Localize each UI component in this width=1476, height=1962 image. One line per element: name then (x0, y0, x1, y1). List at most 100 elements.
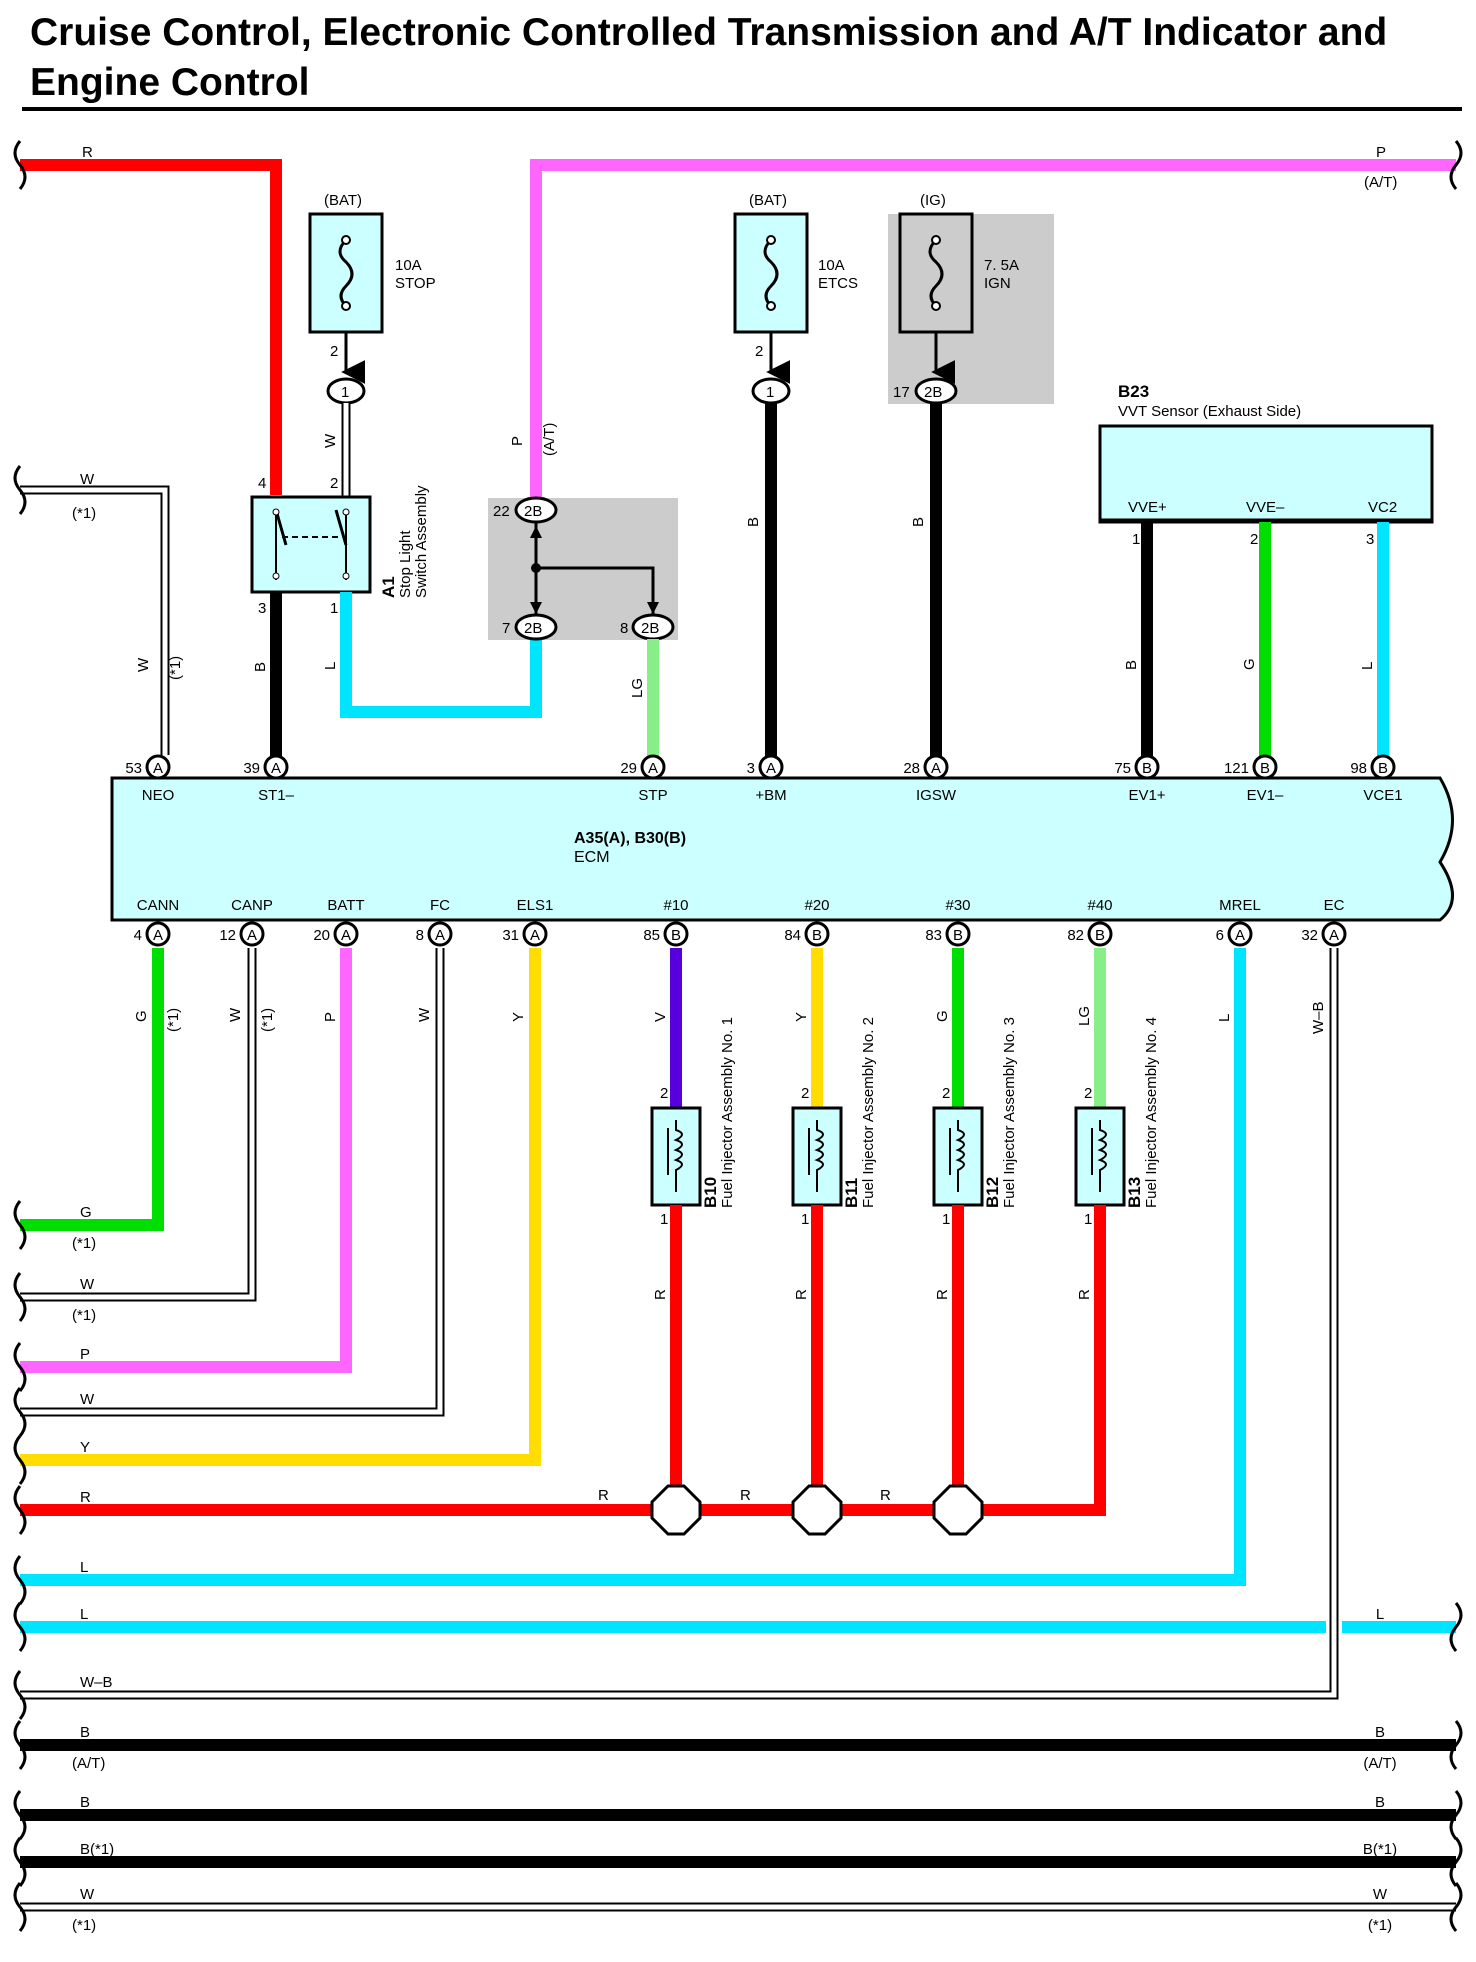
wire-w-neo-note: (*1) (72, 505, 96, 522)
ecm-bottom-pin-conn: B (953, 927, 963, 944)
cut-mark-right (1449, 1790, 1463, 1840)
cut-mark-right (1449, 1882, 1463, 1932)
fuse-etcs-wire: B (745, 517, 762, 527)
wire-y-20: Y (793, 948, 823, 1108)
ecm-top-pin-marker (263, 754, 289, 780)
ecm-bottom-pin-num: 6 (1216, 927, 1224, 944)
vvt-pin-1-name: VVE+ (1128, 499, 1167, 516)
switch-pin-4: 4 (258, 475, 266, 492)
wire-r-injectors: R R R R (20, 1205, 1106, 1516)
ecm-top-pin-num: 121 (1224, 760, 1249, 777)
ecm-top-pin-conn: A (271, 760, 281, 777)
ecm-bottom-pin-name: ELS1 (517, 897, 554, 914)
cut-marks (13, 140, 1463, 1932)
ecm-top-pin-num: 29 (620, 760, 637, 777)
wire-w-neo-label: W (80, 471, 95, 488)
page-title: Cruise Control, Electronic Controlled Tr… (30, 11, 1388, 104)
cut-mark-left (13, 1670, 27, 1720)
vvt-pin-2-name: VVE– (1246, 499, 1285, 516)
vvt-pin-3-name: VC2 (1368, 499, 1397, 516)
junction-2b: P (A/T) 2B 22 2B 7 2B 8 (488, 423, 678, 641)
fuse-etcs: (BAT) 10A ETCS 2 1 B (733, 192, 858, 757)
fuse-stop-source: (BAT) (324, 192, 362, 209)
ecm-bottom-pin-conn: A (247, 927, 257, 944)
ecm-bottom-pin-marker (945, 921, 971, 947)
cut-mark-left (13, 1435, 27, 1485)
injector-name: Fuel Injector Assembly No. 1 (719, 1017, 736, 1208)
wire-l-switch: L (322, 592, 542, 718)
fuse-stop-pin: 2 (330, 343, 338, 360)
injector-name: Fuel Injector Assembly No. 2 (860, 1017, 877, 1208)
injector-pin-top: 2 (942, 1085, 950, 1102)
fuse-stop: (BAT) 10A STOP 2 1 W (308, 192, 436, 497)
wire-w-neo: W (*1) (20, 471, 170, 755)
ecm-top-pin-conn: B (1142, 760, 1152, 777)
ecm-bottom-pin-num: 82 (1067, 927, 1084, 944)
ecm-top-pin-marker (145, 754, 171, 780)
bus-label-right: L (1376, 1606, 1384, 1623)
ecm-top-pin-name: EV1+ (1128, 787, 1165, 804)
ecm-top-pin-marker (640, 754, 666, 780)
ecm-bottom-pin-marker (804, 921, 830, 947)
vvt-wire-3: L (1359, 662, 1376, 670)
ecm-bottom-pin-num: 8 (416, 927, 424, 944)
ecm-bottom-pin-marker (1227, 921, 1253, 947)
wire-wb-ec-label: W–B (1310, 1001, 1327, 1034)
injector-name: Fuel Injector Assembly No. 4 (1143, 1017, 1160, 1208)
cut-mark-left (13, 1200, 27, 1250)
ecm-top-pin-num: 3 (747, 760, 755, 777)
fuse-etcs-source: (BAT) (749, 192, 787, 209)
switch-name-2: Switch Assembly (413, 485, 430, 598)
inj1-wire-label: R (652, 1289, 669, 1300)
ecm-bottom-pin-num: 20 (313, 927, 330, 944)
cut-mark-left (13, 1342, 27, 1392)
ecm-bottom-pin-marker (1087, 921, 1113, 947)
bus-label-left: W (80, 1276, 95, 1293)
ecm-block: A35(A), B30(B) ECM A53NEOA39ST1–A29STPA3… (110, 754, 1454, 947)
ecm-top-pin-conn: B (1378, 760, 1388, 777)
ecm-bottom-pin-marker (239, 921, 265, 947)
fuse-ign: (IG) 7. 5A IGN 2B 17 B (888, 192, 1054, 757)
ecm-id: A35(A), B30(B) (574, 830, 686, 847)
injector-id: B13 (1125, 1177, 1144, 1208)
injector-name: Fuel Injector Assembly No. 3 (1001, 1017, 1018, 1208)
bus-label-left: P (80, 1346, 90, 1363)
ecm-top-pin-marker (1134, 754, 1160, 780)
wire-b-st1-label: B (252, 662, 269, 672)
ecm-bottom-pin-num: 4 (134, 927, 142, 944)
wire-wb-ec: W–B (20, 948, 1339, 1700)
bus-label-left: L (80, 1559, 88, 1576)
wire-lg-40: LG (1076, 948, 1106, 1108)
wire-y-els1-label: Y (510, 1012, 527, 1022)
vvt-name: VVT Sensor (Exhaust Side) (1118, 403, 1301, 420)
wire-y-20-label: Y (793, 1012, 810, 1022)
splice-label-1: R (598, 1487, 609, 1504)
ecm-bottom-pin-conn: A (341, 927, 351, 944)
wire-y-els1: Y (20, 948, 541, 1466)
ecm-top-pin-num: 28 (903, 760, 920, 777)
ecm-top-pin-conn: A (648, 760, 658, 777)
ecm-top-pin-name: EV1– (1247, 787, 1284, 804)
inj3-wire-label: R (934, 1289, 951, 1300)
ecm-bottom-pin-marker (1321, 921, 1347, 947)
fuse-stop-rating: 10A (395, 257, 422, 274)
cut-mark-left (13, 1387, 27, 1437)
ecm-top-pin-conn: A (766, 760, 776, 777)
ecm-bottom-pin-name: BATT (327, 897, 364, 914)
fuse-stop-wire: W (322, 433, 339, 448)
bus-label-left: W (80, 1886, 95, 1903)
splice-2 (791, 1484, 843, 1536)
cut-mark-left (13, 1790, 27, 1840)
ecm-bottom-pin-conn: B (671, 927, 681, 944)
injector-id: B12 (983, 1177, 1002, 1208)
fuse-etcs-name: ETCS (818, 275, 858, 292)
bus-label-left: B (80, 1724, 90, 1741)
ecm-top-pin-conn: B (1260, 760, 1270, 777)
cut-mark-left (13, 1720, 27, 1770)
fuse-stop-name: STOP (395, 275, 436, 292)
ecm-bottom-pin-name: #30 (945, 897, 970, 914)
wire-g-30-label: G (934, 1010, 951, 1022)
